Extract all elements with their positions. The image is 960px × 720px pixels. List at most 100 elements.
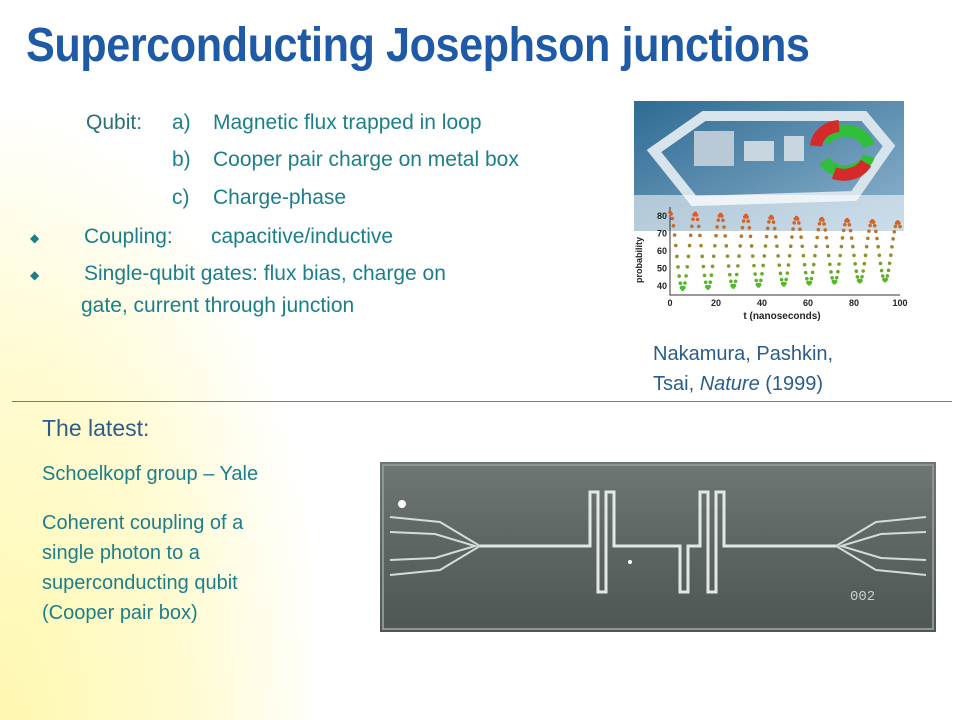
data-point [677, 274, 681, 278]
qubit-item-a-letter: a) [172, 111, 191, 134]
data-point [816, 227, 821, 232]
data-point [815, 235, 819, 240]
data-point [700, 254, 704, 259]
coherent-line: (Cooper pair box) [42, 602, 198, 624]
y-tick-label: 50 [657, 264, 667, 274]
data-point [791, 227, 795, 231]
data-point [851, 244, 855, 249]
data-point [733, 279, 738, 284]
data-point [772, 226, 777, 231]
data-point [707, 284, 711, 289]
data-point [824, 235, 829, 240]
data-point [801, 253, 806, 258]
data-point [682, 285, 686, 290]
data-point [767, 220, 771, 224]
data-point [777, 263, 782, 267]
data-point [686, 254, 691, 259]
data-point [671, 223, 676, 228]
data-point [703, 280, 708, 285]
data-point [799, 235, 803, 240]
data-point [708, 280, 713, 284]
data-point [752, 263, 756, 268]
data-point [690, 224, 694, 229]
coherent-line: Coherent coupling of a [42, 512, 244, 534]
background-gradient [0, 0, 310, 720]
qubit-micrograph [634, 101, 904, 231]
data-point [840, 236, 845, 240]
citation-year: (1999) [759, 373, 824, 395]
data-point [685, 264, 690, 269]
data-point [802, 262, 807, 267]
data-point [891, 237, 895, 241]
data-point [859, 278, 863, 283]
latest-heading: The latest: [42, 415, 150, 441]
data-point [729, 279, 733, 284]
data-point [749, 244, 754, 248]
data-point [863, 253, 868, 258]
data-point [676, 265, 680, 269]
data-point [855, 275, 860, 279]
data-point [811, 262, 816, 267]
x-tick-label: 0 [667, 298, 672, 308]
data-point [829, 270, 833, 274]
coherent-description: Coherent coupling of a single photon to … [42, 508, 243, 628]
data-point [814, 244, 818, 249]
data-point [738, 244, 742, 248]
chip-micrograph: 002 [380, 462, 936, 632]
y-tick-label: 40 [657, 281, 667, 291]
data-point [788, 244, 793, 249]
data-point [675, 254, 679, 259]
data-point [732, 283, 737, 288]
x-tick-label: 40 [757, 298, 767, 308]
data-point [893, 224, 898, 229]
data-point [669, 212, 673, 216]
coupling-label: Coupling: [84, 225, 173, 248]
data-point [868, 223, 872, 228]
data-point [826, 253, 831, 258]
data-point [783, 281, 787, 286]
data-point [787, 253, 792, 258]
data-point [715, 225, 719, 229]
data-point [797, 221, 801, 225]
data-point [760, 272, 764, 276]
data-point [786, 263, 791, 267]
data-point [670, 216, 675, 221]
qubit-item-a-text: Magnetic flux trapped in loop [213, 111, 482, 134]
data-point [753, 272, 757, 276]
diamond-bullet-icon: ◆ [30, 231, 40, 245]
data-point [890, 245, 894, 249]
data-point [713, 243, 717, 248]
data-point [748, 234, 753, 239]
coherent-line: single photon to a [42, 542, 200, 564]
data-point [871, 220, 876, 224]
data-point [798, 227, 802, 232]
data-point [822, 222, 826, 226]
data-point [839, 244, 844, 249]
data-point [785, 271, 790, 275]
data-point [876, 244, 880, 249]
data-point [836, 269, 840, 274]
data-point [737, 254, 741, 258]
data-point [853, 262, 857, 266]
data-point [696, 224, 701, 229]
data-point [852, 253, 856, 258]
data-point [809, 276, 814, 281]
data-point [751, 254, 755, 258]
data-point [892, 230, 897, 234]
x-tick-label: 20 [711, 298, 721, 308]
data-point [880, 274, 885, 278]
data-point [834, 275, 839, 280]
data-point [746, 219, 750, 223]
data-point [817, 221, 822, 226]
data-point [764, 234, 769, 239]
gates-line-1: Single-qubit gates: flux bias, charge on [84, 262, 446, 285]
data-point [719, 214, 724, 218]
coherent-line: superconducting qubit [42, 572, 238, 594]
data-point [687, 243, 692, 248]
data-point [694, 213, 699, 217]
data-point [813, 253, 817, 258]
data-point [889, 253, 893, 257]
data-point [897, 221, 901, 225]
data-point [734, 272, 739, 277]
data-point [877, 253, 882, 258]
